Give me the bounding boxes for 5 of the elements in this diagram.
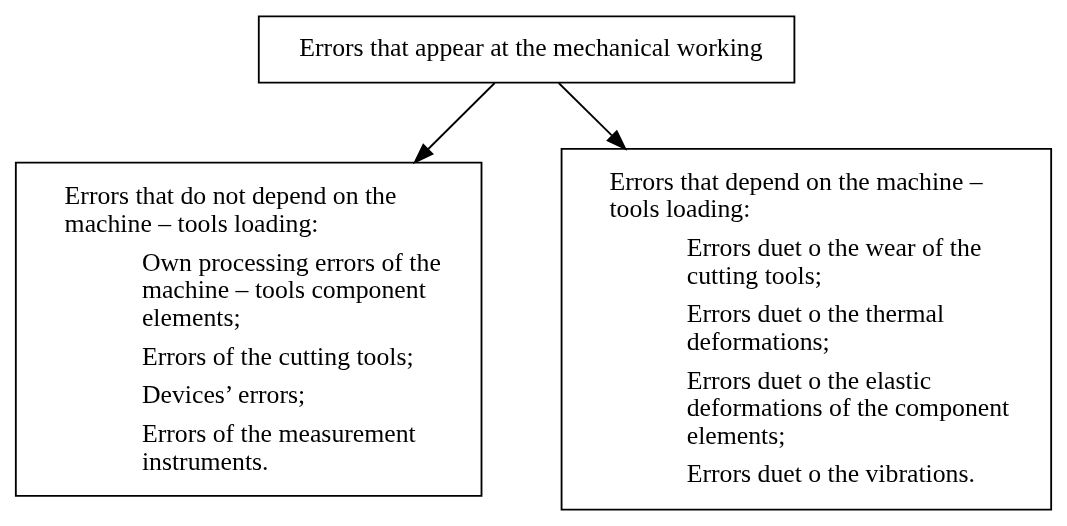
node-box: Errors that do not depend on the machine – tools loading: Own processing errors of the machine – tools component elements; Errors of the cutting tools; Devices’ errors; Errors of the measurement instruments. xyxy=(14,161,483,497)
arrow xyxy=(557,82,628,151)
arrow xyxy=(412,82,496,165)
node-box: Errors that appear at the mechanical working xyxy=(257,15,796,84)
node-box: Errors that depend on the machine – tools loading: Errors duet o the wear of the cutting tools; Errors duet o the thermal deformations; Errors duet o the elastic deformations of the component elements; Errors duet o the vibrations. xyxy=(560,147,1053,511)
